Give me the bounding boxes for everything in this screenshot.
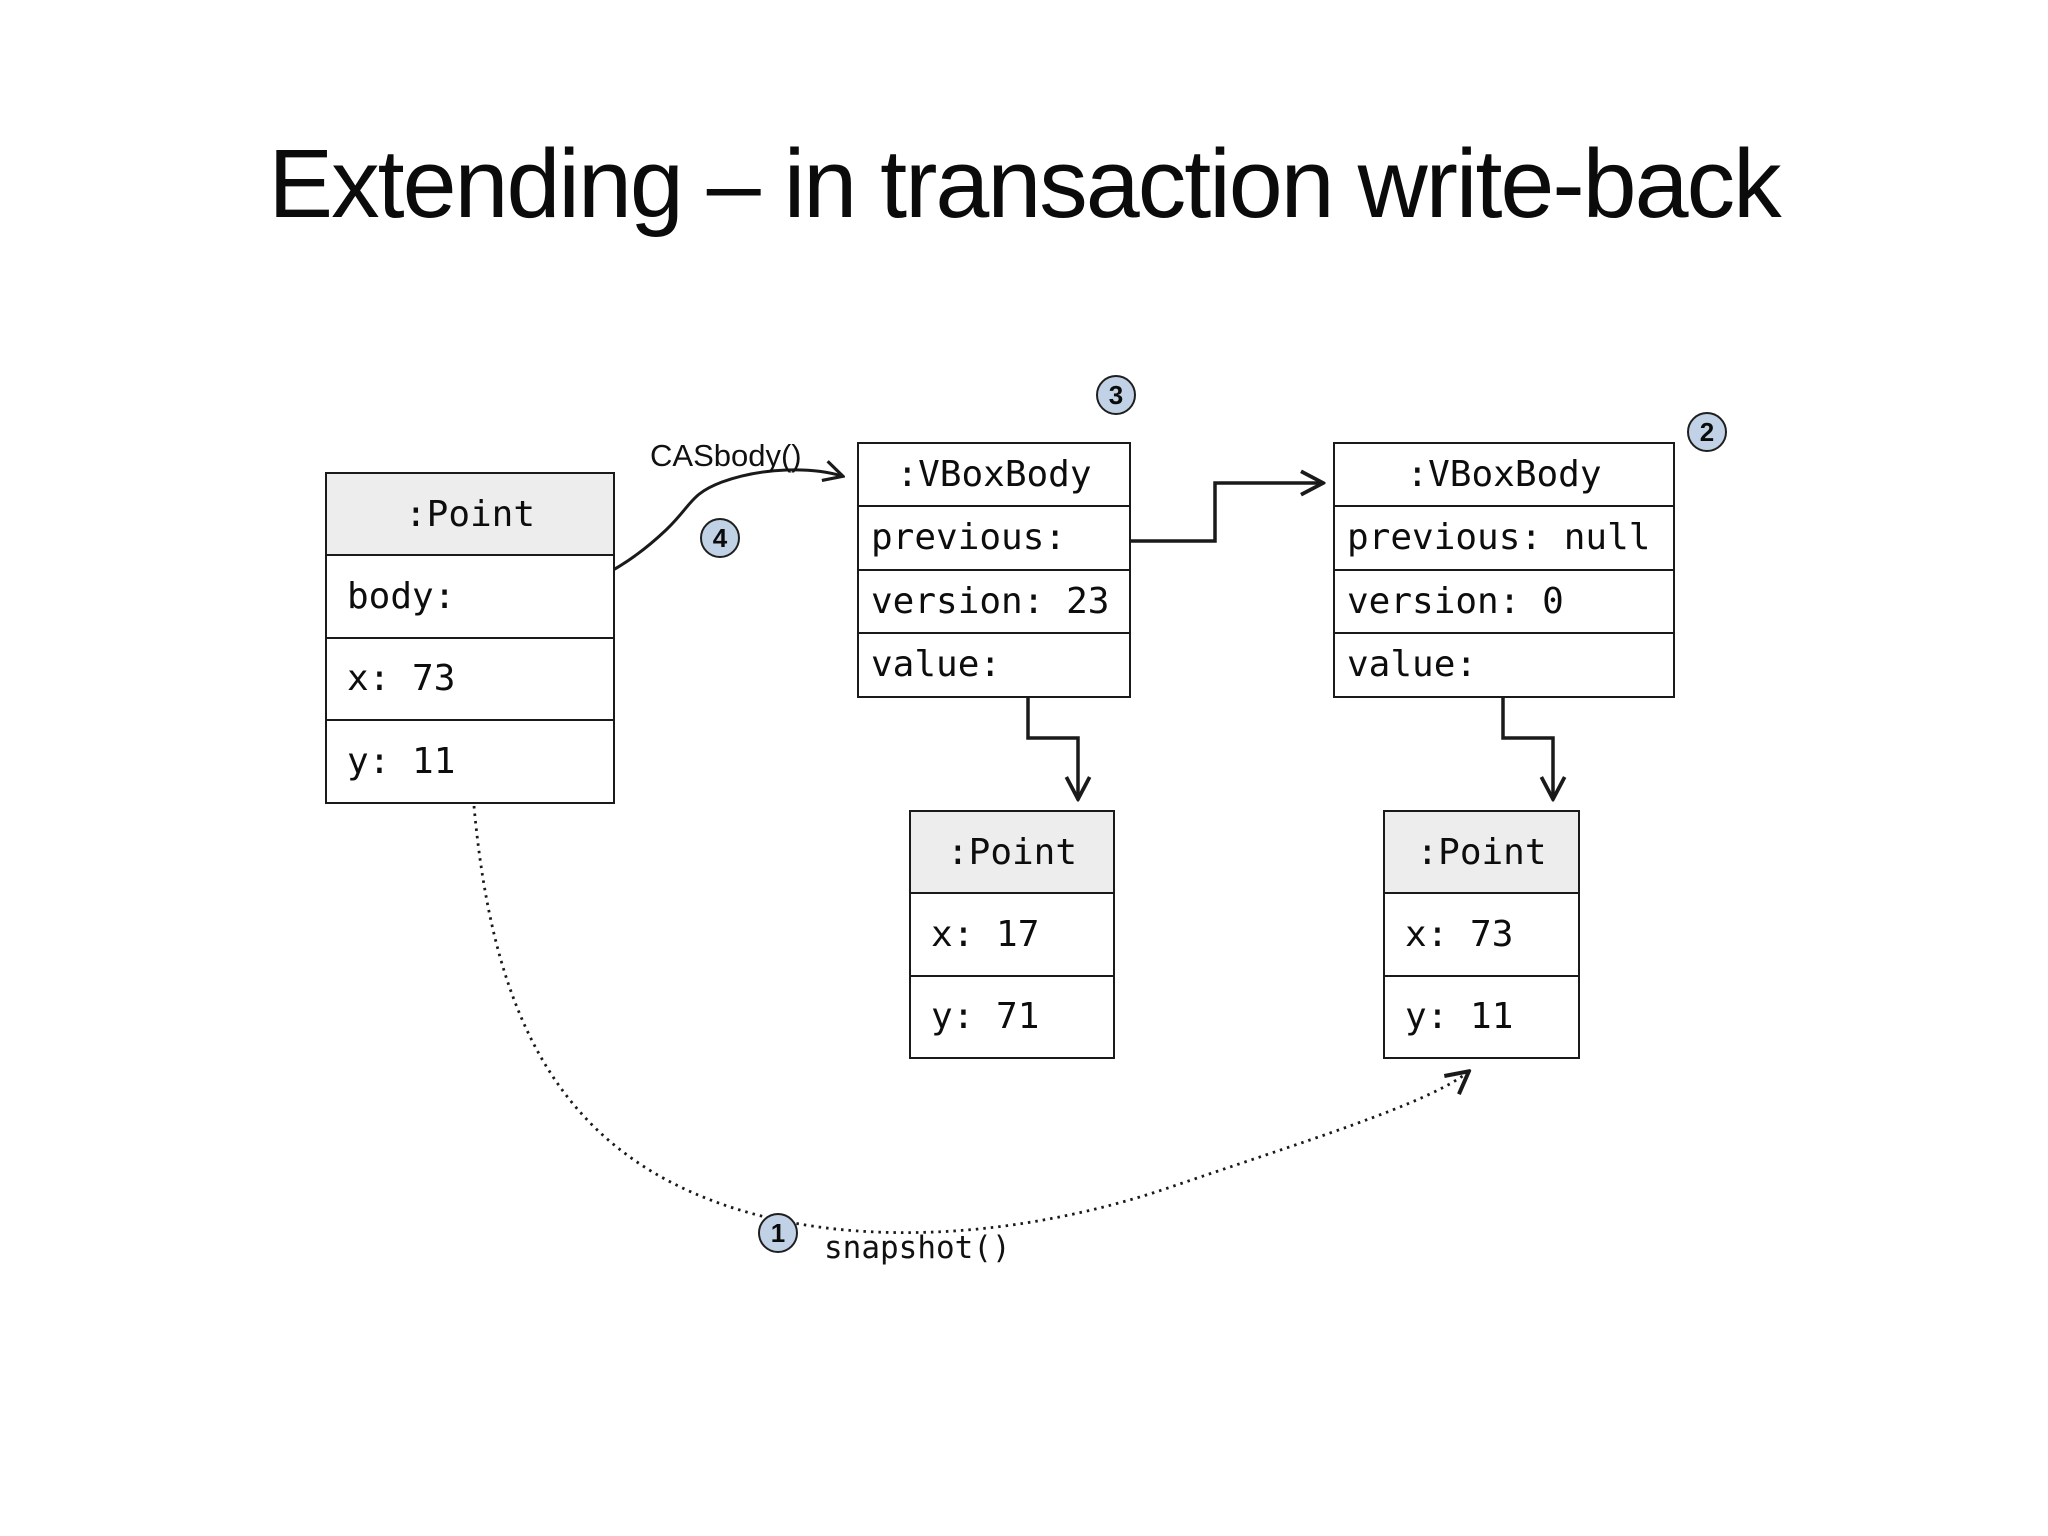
step-badge-4: 4 xyxy=(700,518,740,558)
field-body: body: xyxy=(327,554,613,637)
step-badge-3: 3 xyxy=(1096,375,1136,415)
object-point-snapshot-value: :Point x: 73 y: 11 xyxy=(1383,810,1580,1059)
mid-value-arrow xyxy=(1026,668,1078,798)
object-point-new-value: :Point x: 17 y: 71 xyxy=(909,810,1115,1059)
cas-call-label: CASbody() xyxy=(650,438,802,473)
field-version: version: 23 xyxy=(859,568,1129,632)
step-badge-1: 1 xyxy=(758,1213,798,1253)
right-value-arrow xyxy=(1501,668,1553,798)
field-value: value: xyxy=(859,632,1129,696)
object-header: :VBoxBody xyxy=(1335,444,1673,505)
object-vboxbody-old: :VBoxBody previous: null version: 0 valu… xyxy=(1333,442,1675,698)
object-header: :VBoxBody xyxy=(859,444,1129,505)
field-x: x: 73 xyxy=(1385,892,1578,975)
field-y: y: 11 xyxy=(327,719,613,802)
step-badge-2: 2 xyxy=(1687,412,1727,452)
field-x: x: 73 xyxy=(327,636,613,719)
field-x: x: 17 xyxy=(911,892,1113,975)
object-point-main: :Point body: x: 73 y: 11 xyxy=(325,472,615,804)
slide-title: Extending – in transaction write-back xyxy=(268,129,1781,238)
object-header: :Point xyxy=(911,812,1113,892)
field-previous: previous: xyxy=(859,505,1129,569)
field-previous: previous: null xyxy=(1335,505,1673,569)
snapshot-arrow xyxy=(472,805,1468,1235)
field-y: y: 71 xyxy=(911,974,1113,1057)
object-vboxbody-new: :VBoxBody previous: version: 23 value: xyxy=(857,442,1131,698)
object-header: :Point xyxy=(1385,812,1578,892)
snapshot-call-label: snapshot() xyxy=(824,1230,1011,1266)
previous-link-arrow xyxy=(1102,483,1322,543)
field-y: y: 11 xyxy=(1385,974,1578,1057)
field-value: value: xyxy=(1335,632,1673,696)
object-header: :Point xyxy=(327,474,613,554)
field-version: version: 0 xyxy=(1335,568,1673,632)
